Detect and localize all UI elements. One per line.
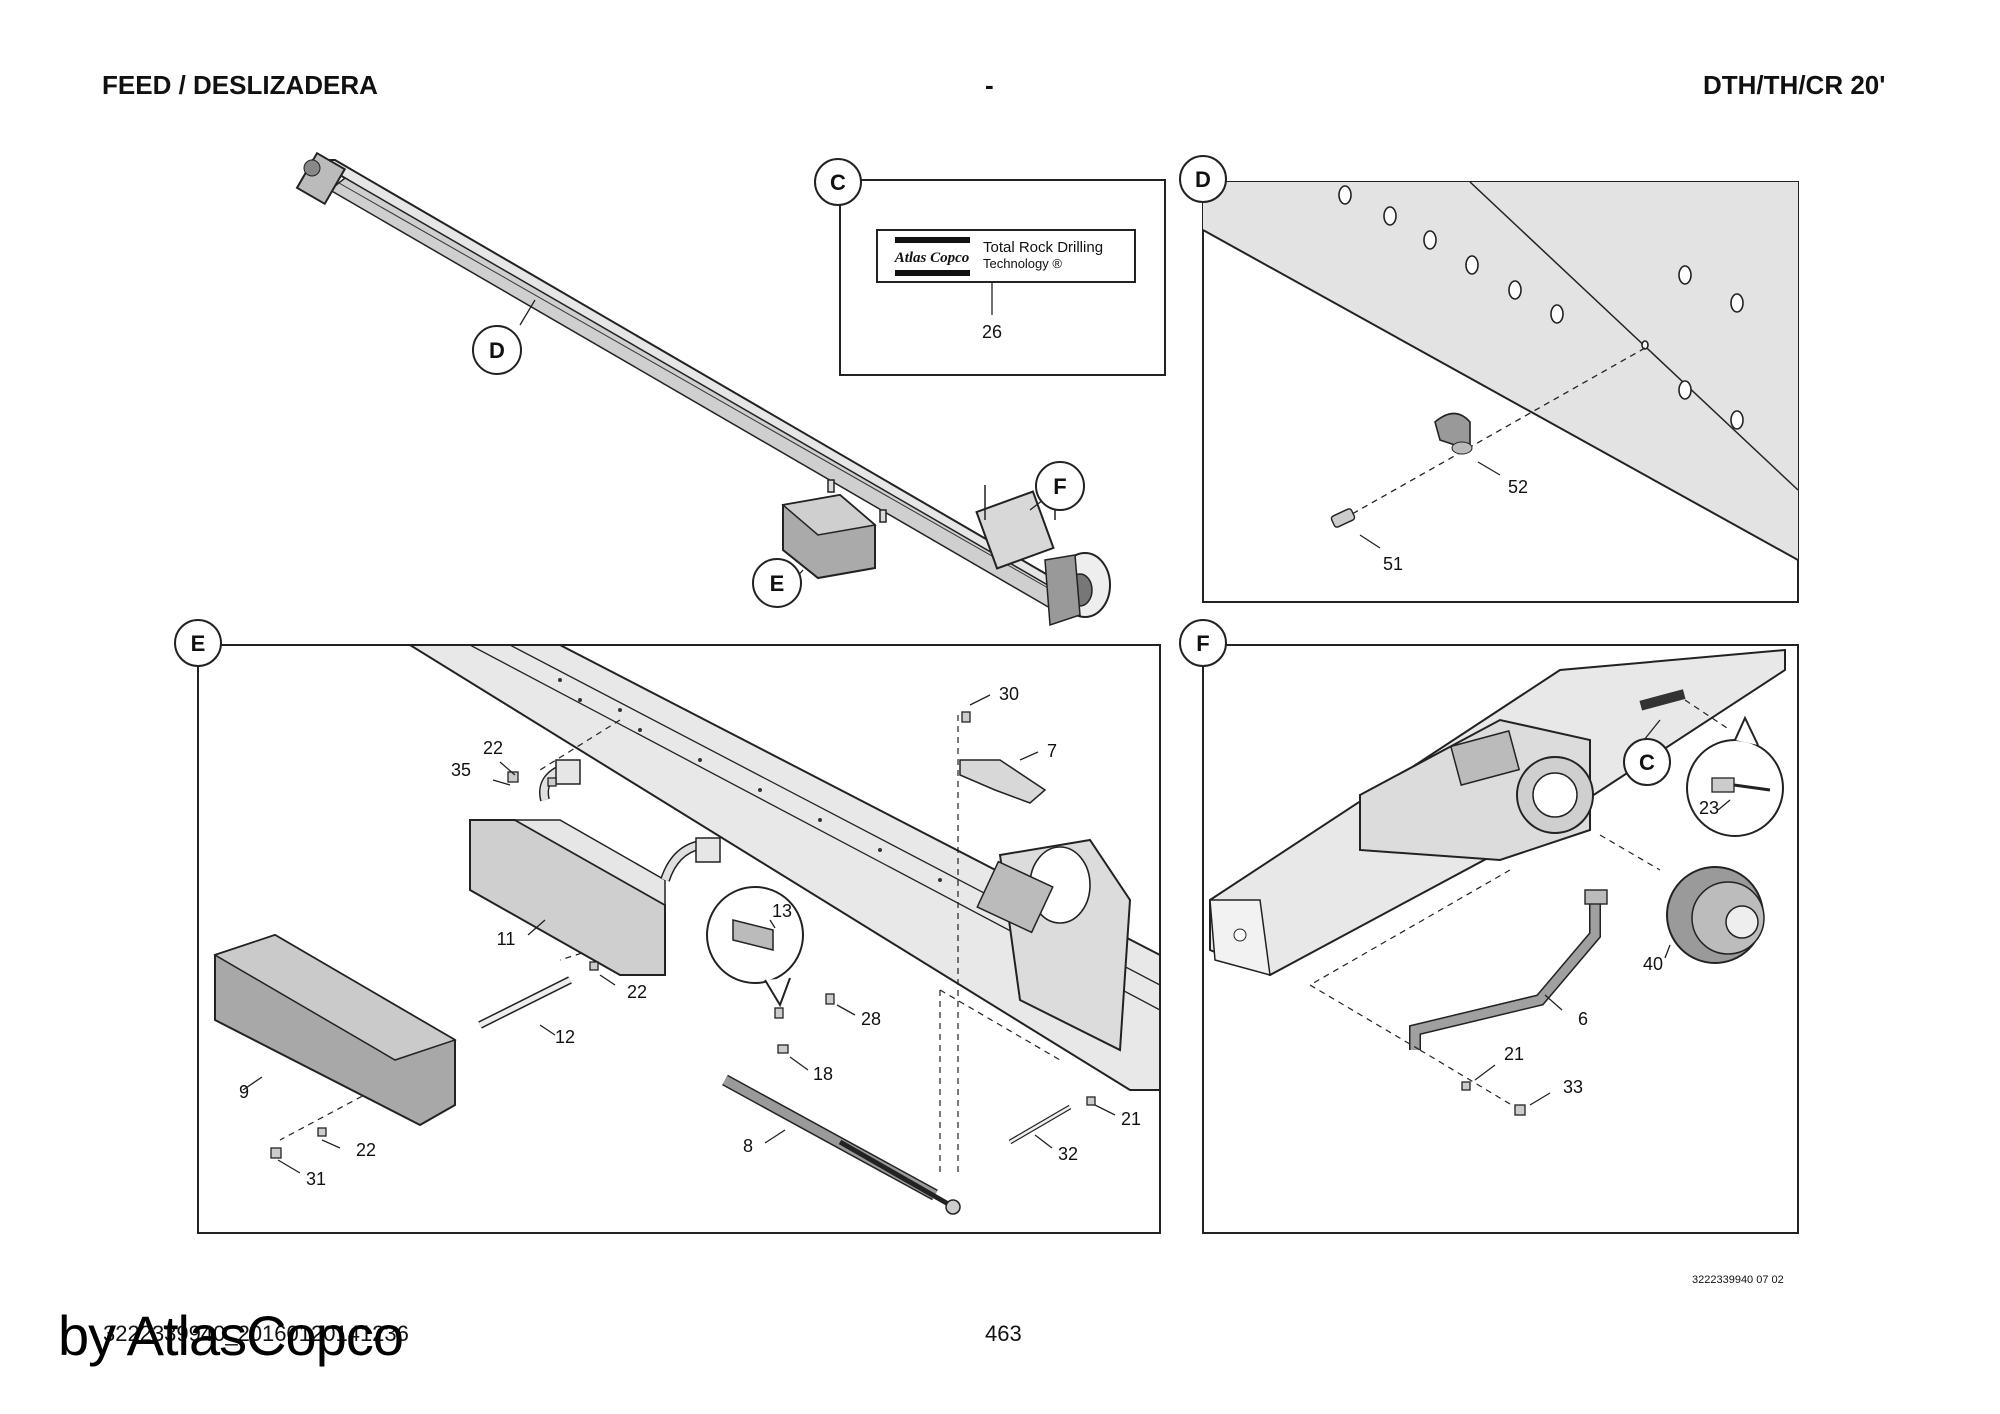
callout-23: 23: [1699, 798, 1719, 818]
overview-bubble-e: E: [752, 558, 802, 608]
header-center: -: [985, 70, 994, 100]
detail-e-label: E: [191, 631, 206, 656]
callout-11: 11: [497, 929, 516, 949]
callout-6: 6: [1578, 1009, 1588, 1029]
callout-12: 12: [555, 1027, 575, 1047]
page-number: 463: [985, 1321, 1022, 1346]
callout-40: 40: [1643, 954, 1663, 974]
detail-f-panel: C 23 40 6 21 33 F: [1179, 619, 1799, 1234]
callout-33: 33: [1563, 1077, 1583, 1097]
plate-brand: Atlas Copco: [894, 250, 970, 266]
header-model: DTH/TH/CR 20': [1703, 70, 1886, 100]
callout-22-a: 22: [483, 738, 503, 758]
callout-18: 18: [813, 1064, 833, 1084]
overview-bubble-e-label: E: [770, 571, 785, 596]
detail-f-label: F: [1196, 631, 1209, 656]
callout-21-f: 21: [1504, 1044, 1524, 1064]
callout-26: 26: [982, 322, 1002, 342]
atlas-copco-plate: Atlas Copco Total Rock Drilling Technolo…: [876, 229, 1136, 283]
detail-c-panel: C Atlas Copco Total Rock Drilling Techno…: [814, 158, 1166, 376]
callout-31: 31: [306, 1169, 326, 1189]
overview-bubble-d-label: D: [489, 338, 505, 363]
callout-51: 51: [1383, 554, 1403, 574]
callout-8: 8: [743, 1136, 753, 1156]
document-code: 3222339940_20160120141236: [103, 1321, 409, 1346]
watermark-text: by AtlasCopco: [58, 1304, 404, 1367]
detail-e-panel: 30 7 22 35 13 11 22 28 12 18 9 22 31 8 3…: [174, 619, 1161, 1234]
callout-35: 35: [451, 760, 471, 780]
detail-d-label: D: [1195, 167, 1211, 192]
callout-52: 52: [1508, 477, 1528, 497]
callout-30: 30: [999, 684, 1019, 704]
callout-13: 13: [772, 901, 792, 921]
callout-9: 9: [239, 1082, 249, 1102]
callout-21-e: 21: [1121, 1109, 1141, 1129]
plate-line2: Technology ®: [983, 256, 1062, 271]
detail-d-panel: 52 51 D: [1179, 155, 1799, 603]
callout-22-b: 22: [627, 982, 647, 1002]
feed-overview-drawing: D E F: [295, 151, 1111, 627]
overview-bubble-f-label: F: [1053, 474, 1066, 499]
detail-f-ref-c-label: C: [1639, 750, 1655, 775]
callout-32: 32: [1058, 1144, 1078, 1164]
p-clamp-part: [1434, 412, 1473, 455]
detail-f-ref-c: C: [1623, 738, 1671, 786]
overview-bubble-f: F: [1035, 461, 1085, 511]
header-title: FEED / DESLIZADERA: [102, 70, 378, 100]
overview-bubble-d: D: [472, 325, 522, 375]
callout-22-c: 22: [356, 1140, 376, 1160]
callout-28: 28: [861, 1009, 881, 1029]
plate-line1: Total Rock Drilling: [983, 239, 1103, 256]
callout-7: 7: [1047, 741, 1057, 761]
drawing-reference: 3222339940 07 02: [1692, 1274, 1784, 1286]
screw-part: [1330, 508, 1356, 528]
detail-c-label: C: [830, 170, 846, 195]
